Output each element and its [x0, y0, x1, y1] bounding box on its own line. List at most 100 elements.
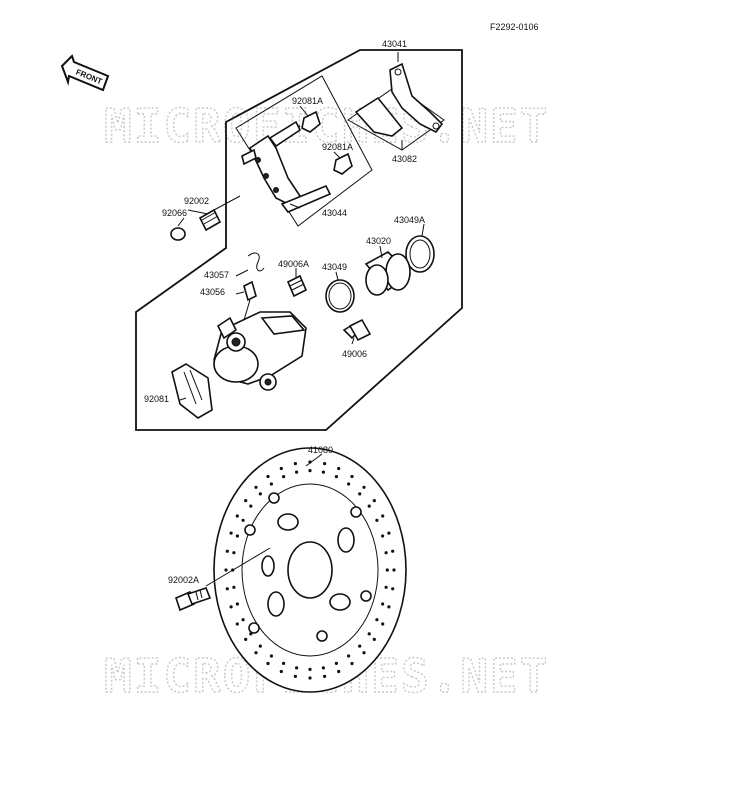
vent-hole — [232, 551, 236, 555]
bleed-valve-43056-icon — [243, 280, 257, 321]
vent-hole — [367, 504, 371, 508]
ring-43049a-icon — [405, 235, 435, 273]
vent-hole — [350, 474, 354, 479]
vent-hole — [279, 669, 283, 674]
vent-hole — [381, 622, 385, 626]
vent-hole — [321, 470, 325, 474]
label-43049: 43049 — [322, 262, 347, 272]
vent-hole — [235, 622, 239, 626]
vent-hole — [358, 644, 362, 648]
vent-hole — [244, 637, 248, 642]
vent-hole — [244, 499, 248, 503]
vent-hole — [282, 661, 286, 666]
disc-bolt-92002a-icon — [175, 587, 212, 612]
label-43020: 43020 — [366, 236, 391, 246]
label-43049a: 43049A — [394, 215, 425, 225]
vent-hole — [266, 474, 270, 479]
vent-hole — [347, 482, 351, 486]
vent-hole — [375, 618, 379, 622]
seal-43049-icon — [325, 279, 355, 313]
vent-hole — [372, 499, 376, 503]
label-43044: 43044 — [322, 208, 347, 218]
vent-hole — [387, 605, 391, 609]
vent-hole — [391, 549, 395, 553]
reference-code: F2292-0106 — [490, 22, 539, 32]
vent-hole — [229, 605, 233, 609]
label-41080: 41080 — [308, 445, 333, 455]
vent-hole — [269, 654, 273, 658]
vent-hole — [225, 549, 229, 553]
vent-hole — [224, 568, 228, 572]
vent-hole — [293, 462, 297, 466]
vent-hole — [254, 651, 258, 655]
vent-hole — [337, 466, 341, 471]
vent-hole — [308, 667, 312, 672]
watermark-top: MICROFICHES.NET — [104, 99, 549, 153]
vent-hole — [308, 676, 312, 680]
label-92081a-lower: 92081A — [322, 142, 353, 152]
vent-hole — [308, 469, 312, 473]
vent-hole — [384, 585, 388, 589]
front-arrow-icon: FRONT — [60, 54, 110, 92]
disc-vent-holes — [224, 460, 396, 680]
vent-hole — [254, 485, 258, 489]
clip-92081a-upper-icon — [301, 110, 321, 133]
label-43056: 43056 — [200, 287, 225, 297]
vent-hole — [249, 504, 253, 508]
vent-hole — [321, 666, 325, 670]
vent-hole — [232, 585, 236, 589]
vent-hole — [279, 466, 283, 471]
pad-spring-92081-icon — [171, 363, 213, 419]
vent-hole — [392, 568, 396, 572]
vent-hole — [362, 651, 366, 655]
vent-hole — [362, 485, 366, 489]
brake-disc-icon — [213, 447, 407, 693]
vent-hole — [391, 587, 395, 591]
label-43041: 43041 — [382, 39, 407, 49]
vent-hole — [381, 602, 385, 606]
vent-hole — [347, 654, 351, 658]
vent-hole — [269, 482, 273, 486]
label-49006: 49006 — [342, 349, 367, 359]
vent-hole — [323, 462, 327, 466]
vent-hole — [384, 551, 388, 555]
vent-hole — [334, 475, 338, 479]
vent-hole — [266, 661, 270, 666]
vent-hole — [241, 518, 245, 522]
bolt-92002-icon — [198, 195, 241, 232]
label-92066: 92066 — [162, 208, 187, 218]
vent-hole — [385, 568, 389, 572]
label-92002a: 92002A — [168, 575, 199, 585]
vent-hole — [295, 666, 299, 670]
caliper-body-icon — [213, 311, 307, 391]
label-49006a: 49006A — [278, 259, 309, 269]
vent-hole — [225, 587, 229, 591]
vent-hole — [235, 602, 239, 606]
spring-49006a-icon — [286, 274, 308, 298]
label-92081: 92081 — [144, 394, 169, 404]
vent-hole — [358, 492, 362, 496]
vent-hole — [337, 669, 341, 674]
vent-hole — [381, 514, 385, 518]
pad-group-frame — [347, 85, 445, 151]
vent-hole — [334, 661, 338, 666]
vent-hole — [372, 637, 376, 642]
vent-hole — [258, 492, 262, 496]
cap-92066-icon — [170, 227, 186, 241]
vent-hole — [375, 518, 379, 522]
vent-hole — [381, 534, 385, 538]
label-43057: 43057 — [204, 270, 229, 280]
caliper-assembly-frame — [135, 49, 463, 431]
vent-hole — [293, 674, 297, 679]
brake-pad-icon — [354, 62, 444, 137]
clip-92081a-lower-icon — [333, 152, 353, 175]
vent-hole — [229, 531, 233, 535]
vent-hole — [241, 618, 245, 622]
label-43082: 43082 — [392, 154, 417, 164]
vent-hole — [235, 534, 239, 538]
vent-hole — [235, 514, 239, 518]
label-92081a-upper: 92081A — [292, 96, 323, 106]
vent-hole — [249, 632, 253, 636]
vent-hole — [282, 475, 286, 479]
